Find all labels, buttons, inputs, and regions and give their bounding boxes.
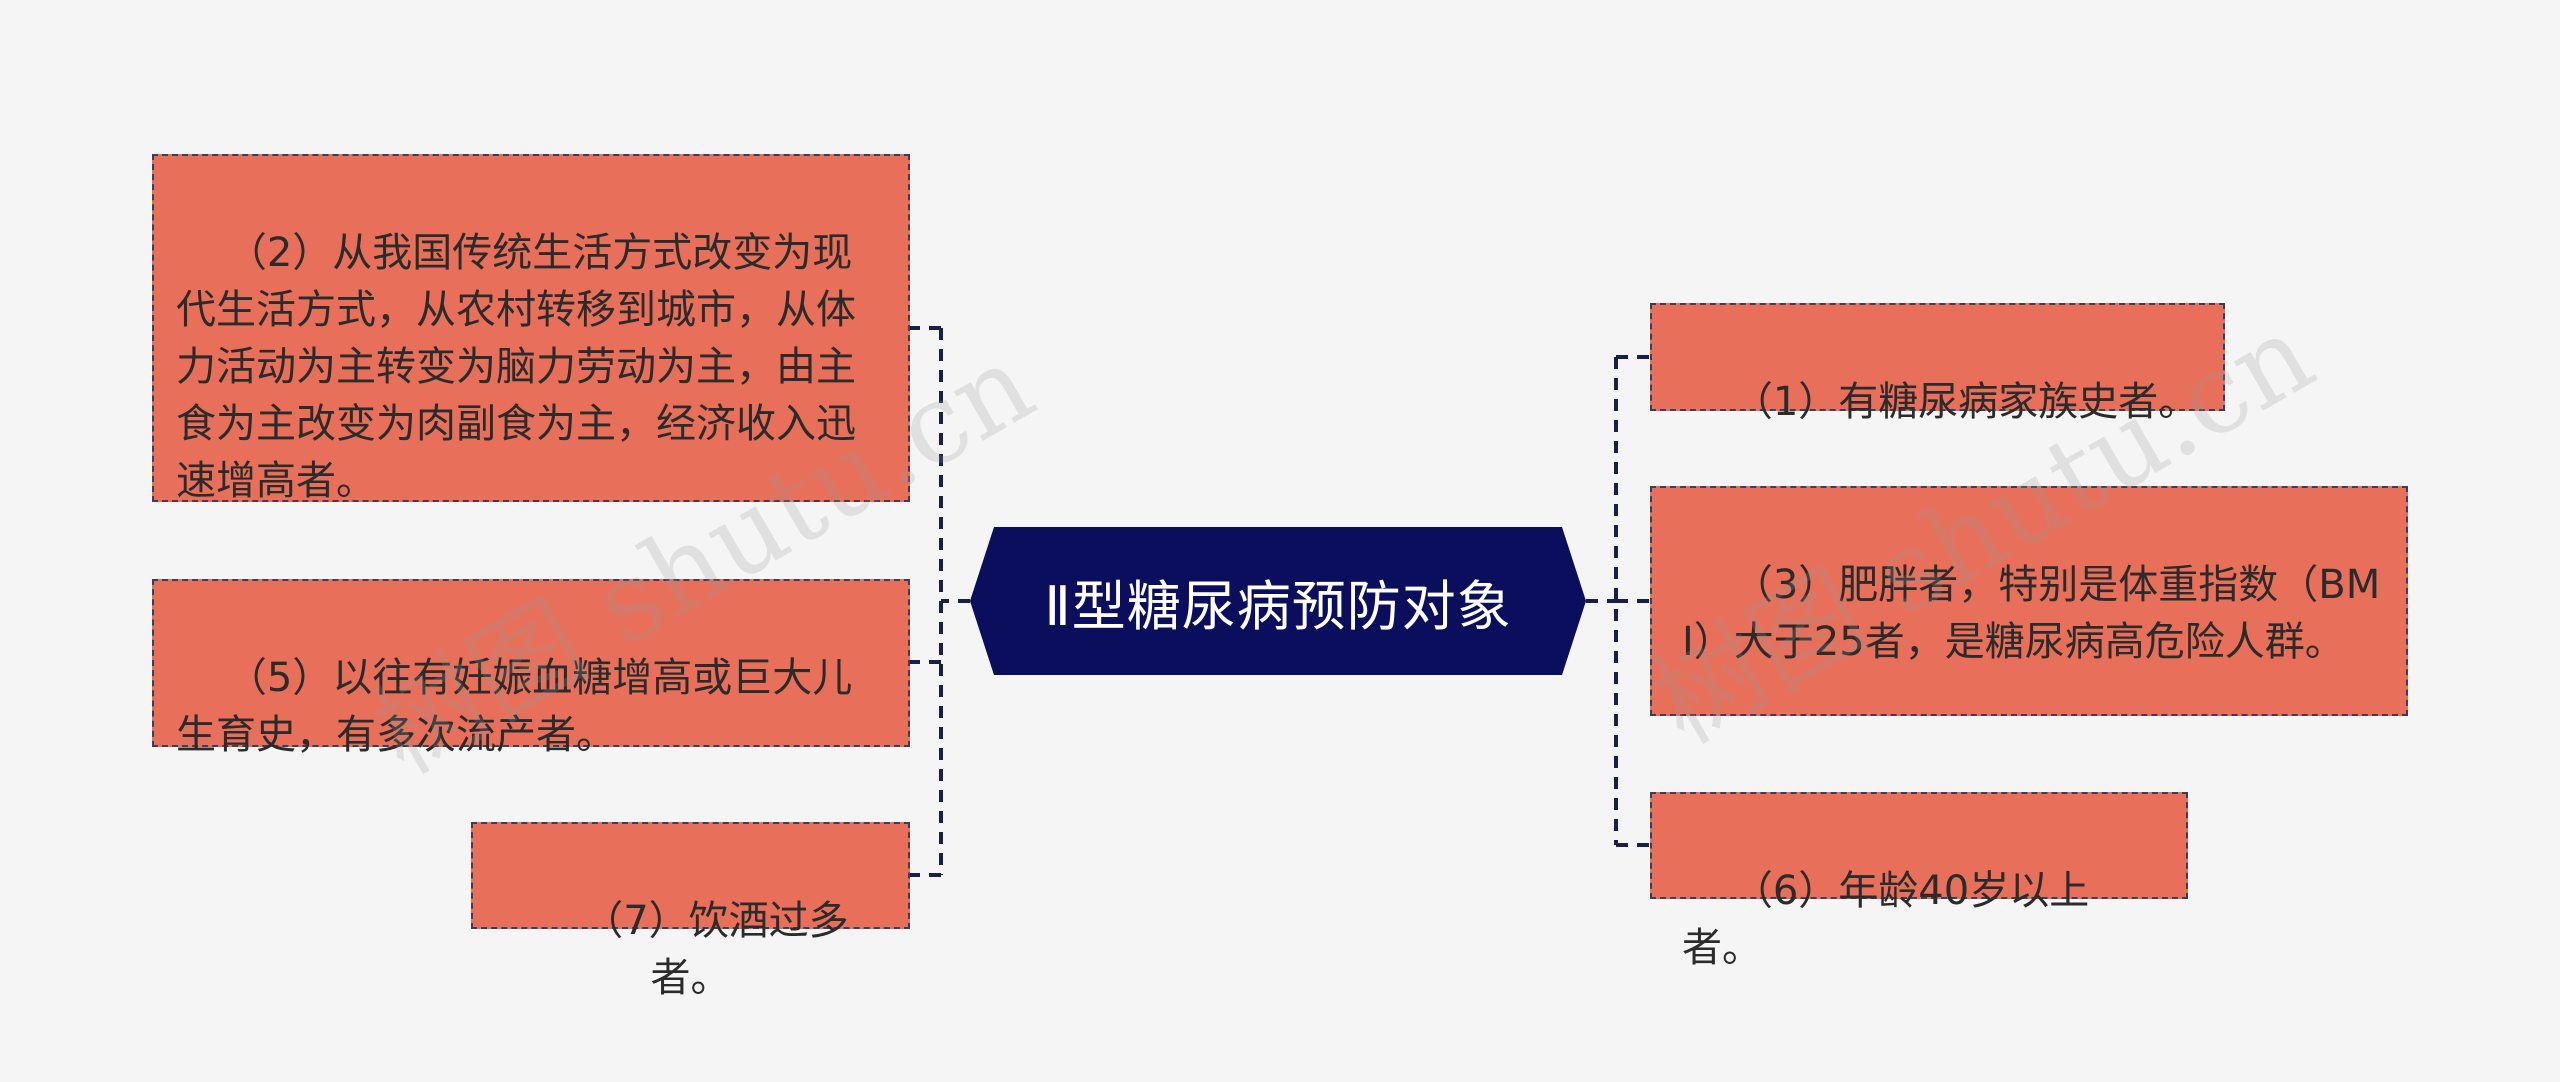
central-topic[interactable]: Ⅱ型糖尿病预防对象 [970, 527, 1586, 675]
topic-node-text: （5）以往有妊娠血糖增高或巨大儿生育史，有多次流产者。 [176, 655, 853, 758]
topic-node-text: （1）有糖尿病家族史者。 [1732, 379, 2199, 425]
topic-node-right-1[interactable]: （1）有糖尿病家族史者。 [1650, 303, 2225, 425]
connector-left-trunk [939, 328, 970, 875]
topic-node-text: （6）年龄40岁以上者。 [1682, 868, 2090, 971]
connector-right-trunk [1586, 357, 1618, 845]
topic-node-left-1[interactable]: （2）从我国传统生活方式改变为现代生活方式，从农村转移到城市，从体力活动为主转变… [152, 154, 910, 504]
topic-node-text: （3）肥胖者，特别是体重指数（BMI）大于25者，是糖尿病高危险人群。 [1682, 562, 2381, 665]
topic-node-right-3[interactable]: （6）年龄40岁以上者。 [1650, 792, 2188, 971]
topic-node-text: （2）从我国传统生活方式改变为现代生活方式，从农村转移到城市，从体力活动为主转变… [176, 230, 856, 504]
central-topic-shape [970, 527, 1586, 675]
topic-node-left-3[interactable]: （7）饮酒过多者。 [471, 822, 910, 1001]
topic-node-left-2[interactable]: （5）以往有妊娠血糖增高或巨大儿生育史，有多次流产者。 [152, 579, 910, 758]
central-topic-label: Ⅱ型糖尿病预防对象 [1044, 574, 1512, 638]
topic-node-text: （7）饮酒过多者。 [583, 898, 849, 1001]
topic-node-right-2[interactable]: （3）肥胖者，特别是体重指数（BMI）大于25者，是糖尿病高危险人群。 [1650, 486, 2408, 716]
